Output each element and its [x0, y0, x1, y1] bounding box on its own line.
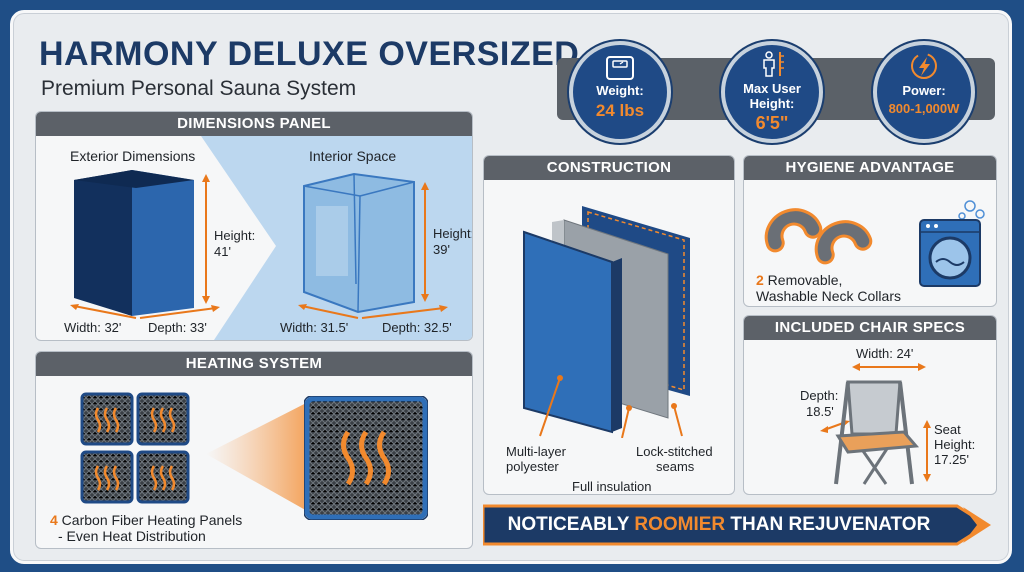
- washing-machine-icon: [919, 200, 985, 287]
- heating-panel: HEATING SYSTEM: [35, 351, 473, 549]
- exterior-base-arrows: [70, 304, 220, 319]
- folding-chair-icon: [834, 380, 920, 485]
- banner-part1: NOTICEABLY: [507, 514, 635, 535]
- stat-max-height: Max User Height: 6'5": [721, 41, 823, 143]
- interior-height-label: Height:: [433, 226, 473, 241]
- exterior-depth: Depth: 33': [148, 320, 207, 335]
- interior-width: Width: 31.5': [280, 320, 349, 335]
- chair-panel: INCLUDED CHAIR SPECS Width: 24' Depth: 1…: [743, 315, 997, 495]
- chair-width: Width: 24': [856, 346, 914, 361]
- heating-line1: Carbon Fiber Heating Panels: [57, 512, 243, 528]
- interior-height-value: 39': [433, 242, 450, 257]
- interior-cube: [303, 172, 415, 314]
- hygiene-line1: Removable,: [763, 272, 843, 288]
- exterior-width: Width: 32': [64, 320, 122, 335]
- heating-count: 4: [50, 512, 58, 528]
- chair-seat-label-2: Height:: [934, 437, 976, 452]
- scale-icon: [606, 56, 634, 80]
- person-height-icon: [763, 51, 784, 77]
- heat-beam: [206, 398, 316, 516]
- stat-height-label-line1: Max User: [743, 81, 801, 96]
- stat-power: Power: 800-1,000W: [873, 41, 975, 143]
- banner-highlight: ROOMIER: [634, 514, 726, 535]
- heating-caption-line2: - Even Heat Distribution: [58, 528, 206, 544]
- label-seams-2: seams: [656, 459, 695, 474]
- chair-seat-label-1: Seat: [934, 422, 961, 437]
- banner-text: NOTICEABLY ROOMIER THAN REJUVENATOR: [483, 503, 955, 547]
- small-heating-panels: [80, 392, 190, 504]
- exterior-height-arrow: [202, 174, 210, 304]
- exterior-height-value: 41': [214, 244, 231, 259]
- page-title: HARMONY DELUXE OVERSIZED: [39, 35, 580, 73]
- exterior-title: Exterior Dimensions: [70, 148, 196, 164]
- interior-title: Interior Space: [309, 148, 397, 164]
- label-polyester-1: Multi-layer: [506, 444, 566, 459]
- stat-height-label-line2: Height:: [749, 96, 795, 111]
- dimensions-panel: DIMENSIONS PANEL Exterior Dimensions Int…: [35, 111, 473, 341]
- hygiene-panel-header: HYGIENE ADVANTAGE: [744, 156, 996, 180]
- neck-collar-icon: [764, 208, 873, 265]
- stat-height-label: Max User Height:: [725, 81, 819, 111]
- construction-panel-header: CONSTRUCTION: [484, 156, 734, 180]
- hygiene-panel: HYGIENE ADVANTAGE 2 Removable, Washable …: [743, 155, 997, 307]
- label-polyester-2: polyester: [506, 459, 559, 474]
- stat-weight: Weight: 24 lbs: [569, 41, 671, 143]
- dimensions-panel-header: DIMENSIONS PANEL: [36, 112, 472, 136]
- chair-seat-height-arrow: [923, 420, 931, 482]
- stat-weight-value: 24 lbs: [595, 101, 645, 120]
- heating-caption-line1: 4 Carbon Fiber Heating Panels: [50, 512, 242, 528]
- hygiene-count: 2: [756, 272, 764, 288]
- chair-depth-value: 18.5': [806, 404, 834, 419]
- banner-part2: THAN REJUVENATOR: [725, 514, 931, 535]
- interior-height-arrow: [421, 182, 429, 302]
- interior-depth: Depth: 32.5': [382, 320, 452, 335]
- page-subtitle: Premium Personal Sauna System: [41, 77, 357, 100]
- label-insulation: Full insulation: [572, 479, 652, 494]
- construction-panel: CONSTRUCTION Multi-layer polyester Full …: [483, 155, 735, 495]
- banner-arrow-shape: [483, 504, 991, 546]
- interior-base-arrows: [298, 304, 448, 319]
- stat-power-label: Power:: [902, 83, 946, 98]
- stat-height-value: 6'5": [755, 113, 789, 133]
- heating-panel-header: HEATING SYSTEM: [36, 352, 472, 376]
- hygiene-caption-line2: Washable Neck Collars: [756, 288, 901, 304]
- exterior-height-label: Height:: [214, 228, 256, 243]
- stat-weight-label: Weight:: [596, 83, 644, 98]
- lightning-icon: [911, 53, 937, 79]
- large-heating-panel: [304, 396, 428, 520]
- comparison-banner: NOTICEABLY ROOMIER THAN REJUVENATOR: [483, 503, 993, 547]
- infographic-frame: HARMONY DELUXE OVERSIZED Premium Persona…: [10, 10, 1012, 564]
- label-seams-1: Lock-stitched: [636, 444, 713, 459]
- chair-seat-value: 17.25': [934, 452, 970, 467]
- chair-width-arrow: [852, 363, 926, 371]
- chair-panel-header: INCLUDED CHAIR SPECS: [744, 316, 996, 340]
- construction-layers: [523, 206, 690, 438]
- stat-power-value: 800-1,000W: [888, 101, 960, 116]
- chair-depth-label: Depth:: [800, 388, 839, 403]
- exterior-cube: [74, 170, 194, 316]
- hygiene-caption-line1: 2 Removable,: [756, 272, 842, 288]
